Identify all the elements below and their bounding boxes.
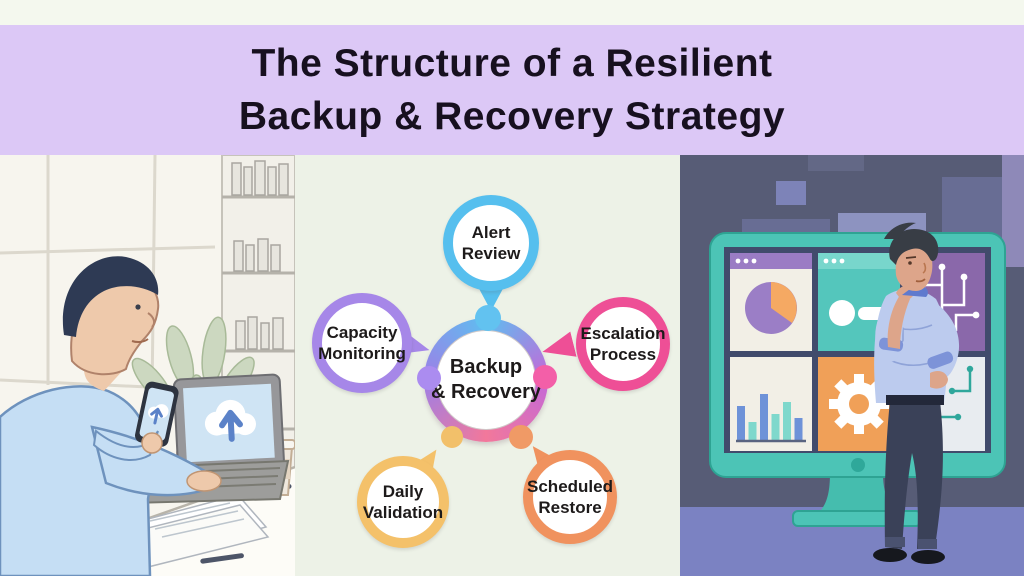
central-node-backup-recovery: Backup & Recovery [424, 318, 548, 442]
monitor-camera [851, 458, 865, 472]
hand [186, 470, 222, 492]
thinking-man [873, 222, 960, 564]
eye [908, 261, 912, 265]
node-label: Capacity [326, 323, 398, 342]
hand [141, 432, 163, 454]
node-label: Daily [382, 482, 424, 501]
node-scheduled-restore: Scheduled Restore [523, 450, 617, 544]
monitor-neck [816, 473, 900, 515]
hub-right-dot [533, 365, 557, 389]
laptop [172, 373, 285, 473]
arm-holding-phone [92, 429, 159, 461]
central-label: Backup [449, 356, 523, 378]
node-escalation-process: Escalation Process [576, 297, 670, 391]
node-label: Alert [471, 223, 511, 242]
forearm [887, 295, 910, 349]
hub-bottom-left-dot [441, 426, 463, 448]
tail-escalation-process [539, 332, 576, 365]
top-margin-strip [0, 0, 1024, 25]
hub-top-dot [475, 305, 501, 331]
mouth [131, 338, 149, 344]
eye [135, 304, 141, 310]
pie-chart-card [730, 253, 812, 351]
toggle-knob [829, 300, 855, 326]
gear-icon [829, 374, 889, 434]
cloud-upload-icon [204, 399, 256, 442]
belt [886, 395, 944, 405]
hub-bottom-right-dot [509, 425, 533, 449]
title-banner: The Structure of a Resilient Backup & Re… [0, 25, 1024, 155]
smartphone [134, 381, 179, 447]
diagram-panel: Alert Review Capacity Monitoring Escalat… [295, 155, 680, 576]
papers [110, 494, 270, 568]
right-illustration-panel [680, 155, 1024, 576]
trousers [884, 401, 943, 549]
bar-chart [737, 394, 803, 440]
left-illustration-panel [0, 155, 295, 576]
hand-on-hip [930, 371, 948, 389]
hair [889, 229, 939, 265]
desk-worker-illustration [0, 155, 295, 576]
pen [200, 553, 244, 564]
nose [922, 262, 927, 274]
dashboard-viewer-illustration [680, 155, 1024, 576]
node-daily-validation: Daily Validation [357, 456, 449, 548]
head [895, 243, 933, 291]
mouth [915, 278, 926, 283]
page-title-line2: Backup & Recovery Strategy [238, 95, 786, 138]
rolled-sleeve [927, 351, 954, 369]
node-label: Escalation [580, 324, 666, 343]
hub-left-dot [417, 366, 441, 390]
shoe [873, 548, 907, 562]
node-capacity-monitoring: Capacity Monitoring [312, 293, 412, 393]
node-label: Scheduled [527, 477, 613, 496]
shoe [911, 550, 945, 564]
page-title-line1: The Structure of a Resilient [251, 42, 773, 85]
brow [905, 256, 917, 259]
bar-chart-card [730, 357, 812, 451]
hair [62, 256, 159, 337]
node-alert-review: Alert Review [443, 195, 539, 291]
seated-man [0, 256, 222, 576]
